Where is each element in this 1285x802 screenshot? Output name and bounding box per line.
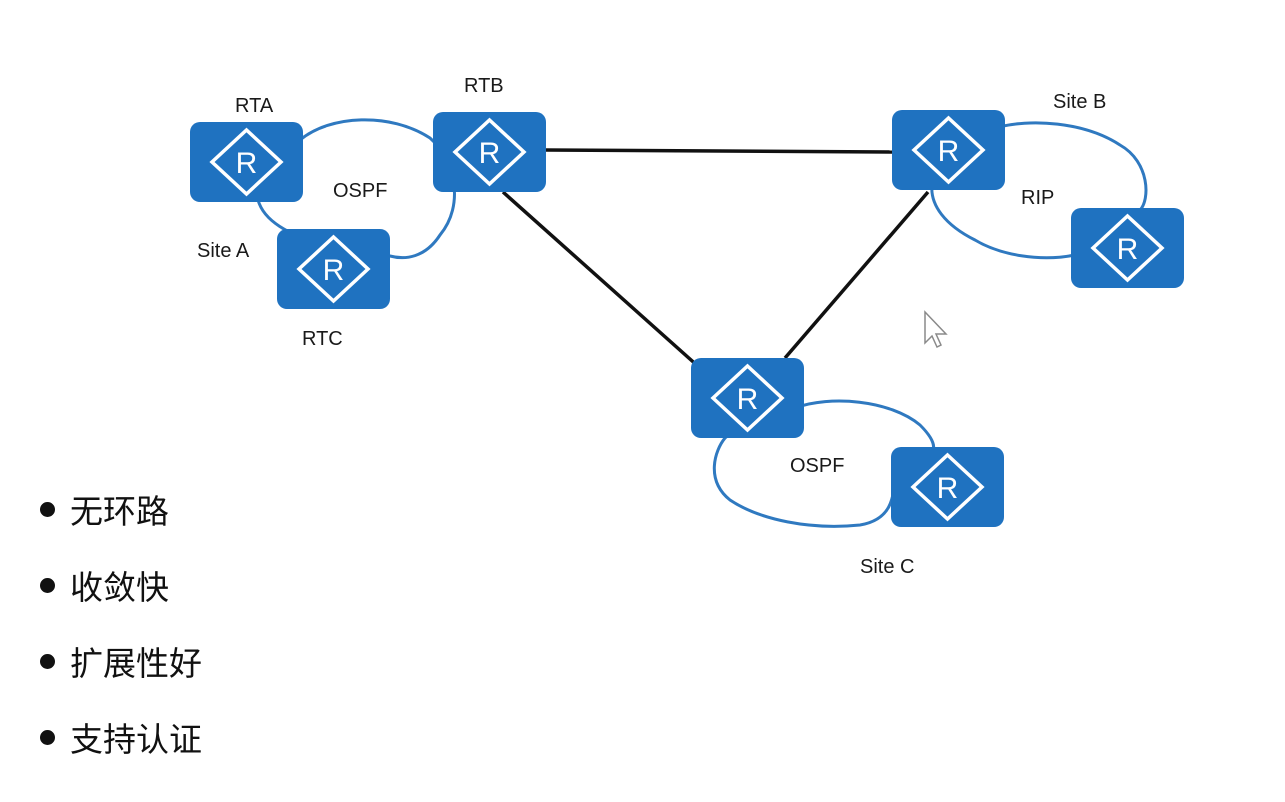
feature-text: 无环路 [70, 492, 169, 531]
link-siteb-sitec [783, 190, 930, 360]
link-rtb-siteb [544, 148, 894, 154]
feature-list: 无环路 收敛快 扩展性好 支持认证 [40, 485, 202, 789]
feature-item: 无环路 [40, 485, 202, 533]
router-icon-letter: R [1117, 233, 1139, 266]
site-c-label: Site C [860, 556, 914, 578]
router-site-b-1[interactable]: R [892, 110, 1005, 190]
feature-item: 扩展性好 [40, 637, 202, 685]
router-rtc[interactable]: R [277, 229, 390, 309]
rtb-label: RTB [464, 75, 504, 97]
feature-text: 扩展性好 [70, 644, 202, 683]
link-rtb-sitec [501, 190, 702, 370]
router-icon-letter: R [236, 147, 258, 180]
router-icon-letter: R [937, 472, 959, 505]
rtc-label: RTC [302, 328, 343, 350]
router-icon-letter: R [479, 137, 501, 170]
bullet-icon [40, 729, 55, 745]
router-site-b-2[interactable]: R [1071, 208, 1184, 288]
feature-item: 支持认证 [40, 713, 202, 761]
site-b-label: Site B [1053, 91, 1106, 113]
feature-text: 支持认证 [70, 720, 202, 759]
bullet-icon [40, 501, 55, 517]
router-site-c-1[interactable]: R [691, 358, 804, 438]
router-icon-letter: R [938, 135, 960, 168]
feature-item: 收敛快 [40, 561, 202, 609]
router-icon-letter: R [323, 254, 345, 287]
bullet-icon [40, 653, 55, 669]
router-icon-letter: R [737, 383, 759, 416]
rta-label: RTA [235, 95, 274, 117]
router-site-c-2[interactable]: R [891, 447, 1004, 527]
site-a-protocol-label: OSPF [333, 180, 387, 202]
site-b-protocol-label: RIP [1021, 187, 1054, 209]
bullet-icon [40, 577, 55, 593]
mouse-cursor-icon [924, 310, 948, 349]
site-c-protocol-label: OSPF [790, 455, 844, 477]
router-rtb[interactable]: R [433, 112, 546, 192]
router-rta[interactable]: R [190, 122, 303, 202]
feature-text: 收敛快 [70, 568, 169, 607]
site-a-label: Site A [197, 240, 250, 262]
